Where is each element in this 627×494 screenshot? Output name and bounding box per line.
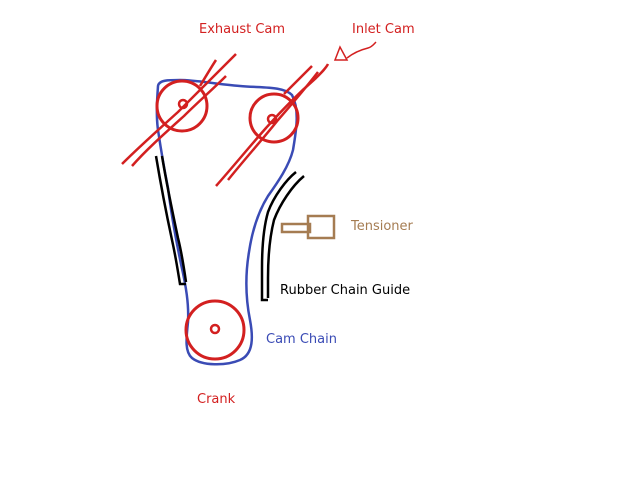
inlet-cam-lobe-3 <box>283 65 313 95</box>
tensioner-rod <box>280 222 312 234</box>
inlet-cam-lobe-1 <box>215 63 330 187</box>
exhaust-cam-label: Exhaust Cam <box>199 22 286 37</box>
exhaust-cam-lobe-2 <box>131 75 227 167</box>
exhaust-cam-lobe-3 <box>198 59 218 87</box>
left-chain-guide <box>154 155 188 286</box>
rubber-chain-guide <box>260 171 305 302</box>
inlet-cam-pointer <box>333 41 377 61</box>
crank-center <box>209 323 221 335</box>
inlet-cam-lobe-2 <box>227 71 319 181</box>
exhaust-cam-lobe-1 <box>121 53 237 165</box>
inlet-cam-label: Inlet Cam <box>352 22 415 37</box>
tensioner-label: Tensioner <box>351 219 413 234</box>
cam-chain-label: Cam Chain <box>266 332 337 347</box>
tensioner-body <box>306 214 336 240</box>
rubber-chain-guide-label: Rubber Chain Guide <box>280 283 411 298</box>
crank-sprocket <box>184 299 246 361</box>
exhaust-cam-sprocket <box>155 79 209 133</box>
inlet-cam-sprocket <box>248 92 300 144</box>
crank-label: Crank <box>197 392 236 407</box>
